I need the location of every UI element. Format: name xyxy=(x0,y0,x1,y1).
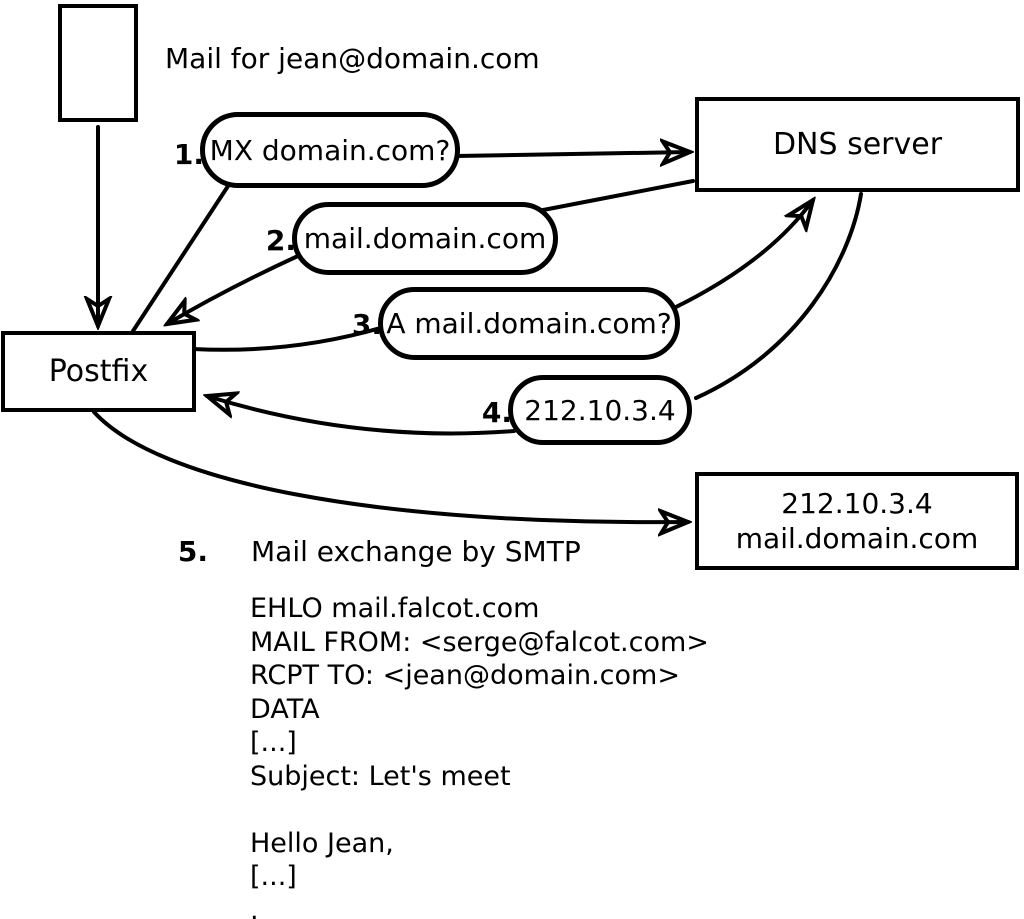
arrow-step2-reply-to-postfix xyxy=(167,253,302,324)
postfix-node: Postfix xyxy=(1,331,196,412)
smtp-end-of-data-dot: . xyxy=(250,894,259,919)
step-1-query-pill: MX domain.com? xyxy=(200,112,460,188)
step-4-number: 4. xyxy=(481,396,512,429)
smtp-blank-line xyxy=(250,793,709,827)
smtp-line: DATA xyxy=(250,693,320,725)
step-2-answer-label: mail.domain.com xyxy=(303,222,547,255)
step-2-number: 2. xyxy=(265,224,296,257)
smtp-line: [...] xyxy=(250,727,297,758)
mail-message-icon xyxy=(58,4,138,122)
line-step3-from-postfix xyxy=(191,325,386,352)
line-step2-from-dns xyxy=(536,179,695,213)
postfix-label: Postfix xyxy=(48,354,149,389)
smtp-line: [...] xyxy=(250,861,297,892)
mail-server-node: 212.10.3.4 mail.domain.com xyxy=(695,472,1019,570)
smtp-line: MAIL FROM: <serge@falcot.com> xyxy=(250,626,709,658)
dns-server-node: DNS server xyxy=(695,97,1020,192)
step-2-answer-pill: mail.domain.com xyxy=(292,202,558,275)
line-step1-from-postfix xyxy=(131,178,234,333)
smtp-line: Hello Jean, xyxy=(250,827,394,859)
step-4-answer-pill: 212.10.3.4 xyxy=(508,375,692,445)
smtp-line: EHLO mail.falcot.com xyxy=(250,593,540,624)
arrow-step5-smtp-to-mailserver xyxy=(92,410,688,522)
smtp-line: Subject: Let's meet xyxy=(250,760,511,792)
step-5-label: Mail exchange by SMTP xyxy=(251,535,581,568)
dns-server-label: DNS server xyxy=(772,127,943,162)
step-3-number: 3. xyxy=(351,308,382,341)
step-3-query-label: A mail.domain.com? xyxy=(386,307,672,340)
arrow-step4-reply-to-postfix xyxy=(207,396,516,436)
mail-server-ip: 212.10.3.4 xyxy=(781,487,933,520)
step-1-number: 1. xyxy=(173,138,204,171)
line-step4-from-dns xyxy=(694,192,863,400)
mail-server-hostname: mail.domain.com xyxy=(735,522,979,555)
arrow-step1-query-to-dns xyxy=(454,152,690,156)
step-5-number: 5. xyxy=(177,535,208,568)
arrow-step3-query-to-dns xyxy=(672,200,813,310)
step-4-answer-label: 212.10.3.4 xyxy=(524,393,676,427)
smtp-session-transcript: EHLO mail.falcot.com MAIL FROM: <serge@f… xyxy=(250,592,709,919)
mail-title: Mail for jean@domain.com xyxy=(165,42,540,75)
smtp-line: RCPT TO: <jean@domain.com> xyxy=(250,660,680,691)
step-3-query-pill: A mail.domain.com? xyxy=(378,287,680,360)
step-1-query-label: MX domain.com? xyxy=(209,133,451,167)
